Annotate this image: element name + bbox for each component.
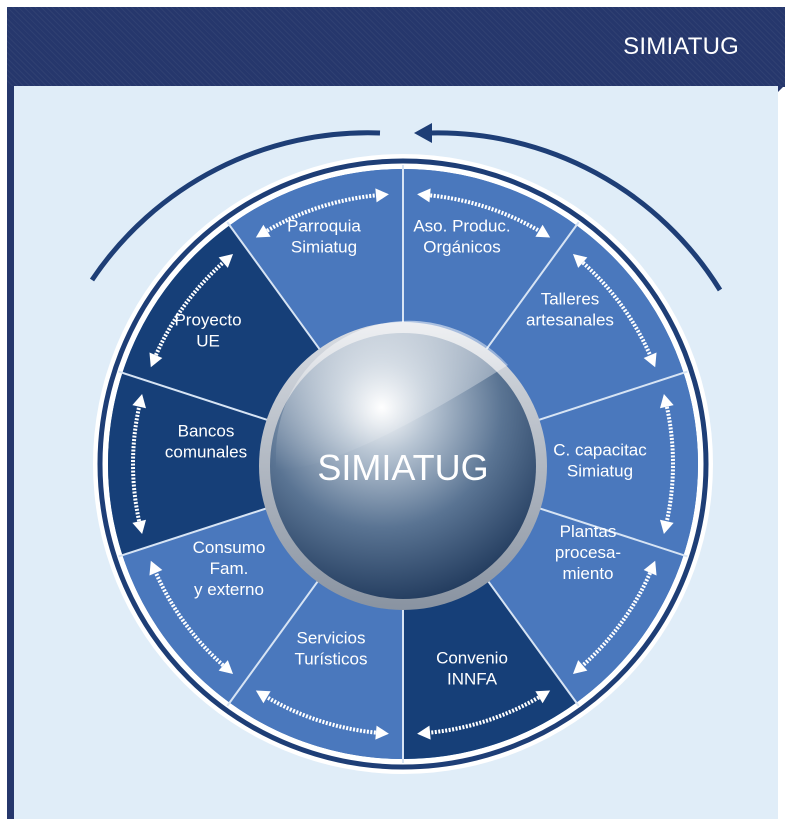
segment-3 (482, 225, 684, 423)
segment-divider (118, 370, 275, 424)
segment-8 (122, 505, 324, 703)
cycle-arrow-right-arc (429, 130, 723, 292)
segment-divider (481, 221, 580, 356)
segment-label-line: UE (196, 332, 220, 351)
sphere-gloss (275, 320, 508, 470)
arrow-head (255, 224, 271, 238)
segment-label-line: Parroquia (287, 217, 361, 236)
segment-2 (403, 169, 577, 355)
segment-divider (226, 221, 325, 356)
arrow-head (417, 188, 431, 203)
bidirectional-arrow (426, 193, 543, 235)
bidirectional-arrow (263, 193, 380, 235)
bidirectional-arrow (131, 402, 142, 526)
bidirectional-arrow (664, 402, 675, 526)
segment-label-line: Consumo (193, 538, 266, 557)
segment-6 (403, 573, 577, 759)
segment-label-line: Convenio (436, 649, 508, 668)
segment-label-line: Simiatug (567, 462, 633, 481)
dividers-group (118, 165, 688, 763)
outer-ring (97, 158, 709, 770)
arrow-head (255, 690, 271, 704)
bidirectional-arrow (426, 693, 543, 735)
segment-label-line: C. capacitac (553, 441, 647, 460)
header-title: SIMIATUG (623, 33, 739, 60)
arrow-head (572, 660, 588, 674)
segment-7 (229, 573, 403, 759)
segment-label-line: Fam. (210, 559, 249, 578)
segment-label-line: INNFA (447, 670, 498, 689)
arrow-head (375, 725, 389, 740)
cycle-arrow-left-arc (89, 130, 381, 282)
header-bar: SIMIATUG (7, 7, 785, 87)
arrow-head (132, 519, 147, 534)
bidirectional-arrow (578, 258, 654, 360)
segment-label-line: Simiatug (291, 238, 357, 257)
segment-label-line: miento (562, 564, 613, 583)
segment-divider (531, 370, 688, 424)
segment-label-9: Bancos comunales (165, 422, 247, 462)
segment-label-line: Plantas (560, 522, 617, 541)
segment-label-5: Plantas procesa-miento (555, 522, 621, 583)
segment-divider (118, 504, 275, 558)
cycle-arrow-head (414, 123, 432, 143)
arrow-head (149, 352, 163, 368)
arrow-head (132, 394, 147, 409)
segment-label-line: procesa- (555, 543, 621, 562)
arrow-head (218, 254, 234, 268)
arrow-head (643, 352, 657, 368)
arrow-head (659, 394, 674, 409)
segment-label-line: Servicios (297, 629, 366, 648)
bidirectional-arrow (578, 568, 654, 670)
bidirectional-arrow (152, 568, 228, 670)
segments-group (108, 169, 698, 759)
segment-label-line: comunales (165, 443, 247, 462)
segment-label-line: Turísticos (294, 650, 367, 669)
bidirectional-arrow (263, 693, 380, 735)
segment-4 (531, 372, 698, 556)
center-label: SIMIATUG (317, 447, 488, 488)
panel-left-border (7, 86, 14, 819)
segment-divider (531, 504, 688, 558)
segment-label-line: y externo (194, 580, 264, 599)
segment-label-2: Aso. Produc. Orgánicos (413, 217, 510, 257)
arrow-head (572, 254, 588, 268)
segment-1 (229, 169, 403, 355)
segment-10 (122, 225, 324, 423)
segment-5 (482, 505, 684, 703)
segment-9 (108, 372, 275, 556)
segment-divider (481, 572, 580, 707)
segment-label-line: Orgánicos (423, 238, 500, 257)
segment-label-line: Proyecto (174, 311, 241, 330)
segment-label-3: Talleres artesanales (526, 290, 614, 330)
arrow-head (417, 725, 431, 740)
arrows-group (131, 188, 675, 740)
arrow-head (659, 519, 674, 534)
arrow-head (218, 660, 234, 674)
arrow-head (535, 224, 551, 238)
arrow-head (149, 560, 163, 576)
arrow-head (643, 560, 657, 576)
arrow-head (375, 188, 389, 203)
segment-label-line: Talleres (541, 290, 600, 309)
segment-label-line: Bancos (178, 422, 235, 441)
bidirectional-arrow (152, 258, 228, 360)
arrow-head (535, 690, 551, 704)
segment-label-line: Aso. Produc. (413, 217, 510, 236)
segment-label-line: artesanales (526, 311, 614, 330)
segment-divider (226, 572, 325, 707)
